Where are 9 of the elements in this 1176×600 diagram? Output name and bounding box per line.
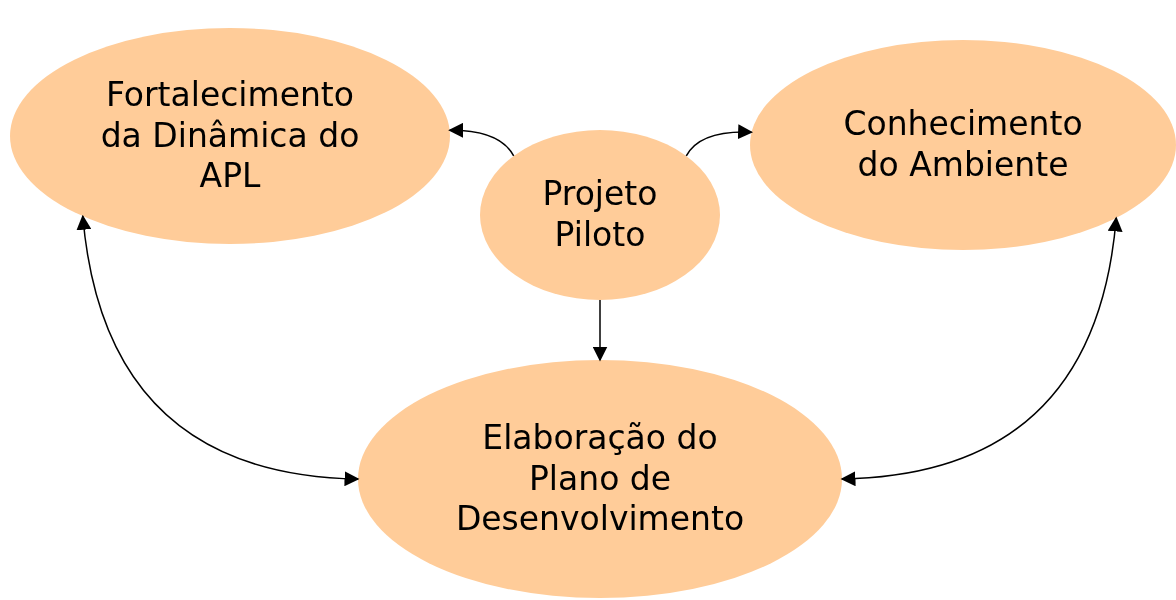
arrow xyxy=(448,123,515,157)
arrow xyxy=(77,214,360,486)
arrow xyxy=(592,299,608,362)
node-label: Conhecimento do Ambiente xyxy=(842,104,1084,186)
node-label: Fortalecimento da Dinâmica do APL xyxy=(99,74,361,198)
arrow xyxy=(840,216,1122,486)
node-label: Elaboração do Plano de Desenvolvimento xyxy=(454,417,746,541)
node-label: Projeto Piloto xyxy=(541,174,659,256)
arrow xyxy=(685,124,754,157)
